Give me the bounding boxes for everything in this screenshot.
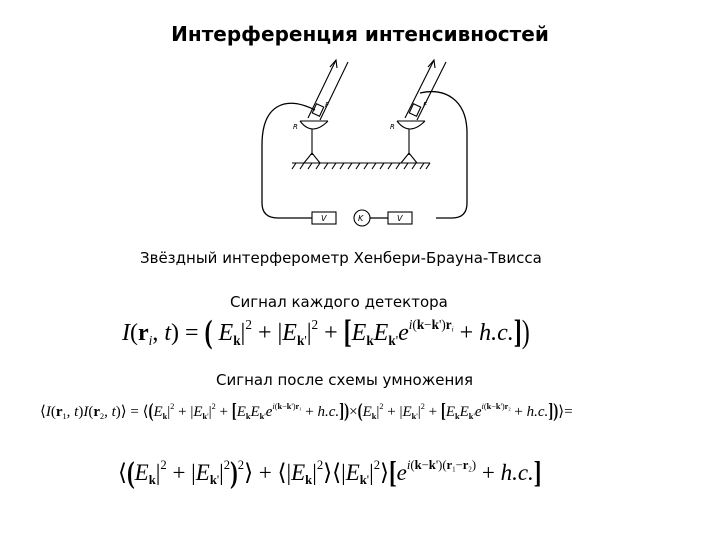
product-caption: Сигнал после схемы умножения bbox=[216, 371, 474, 389]
incoming-light-rays bbox=[307, 58, 447, 121]
signal-cable-loop bbox=[261, 91, 468, 219]
left-detector bbox=[299, 103, 329, 164]
slide-title: Интерференция интенсивностей bbox=[171, 22, 549, 46]
signal-caption: Сигнал каждого детектора bbox=[230, 293, 448, 311]
label-f-left: F bbox=[325, 101, 330, 109]
product-signal-equation: ⟨I(r1, t)I(r2, t)⟩ = ⟨(Ek|2 + |Ek'|2 + [… bbox=[40, 401, 573, 423]
diagram-caption: Звёздный интерферометр Хенбери-Брауна-Тв… bbox=[140, 249, 542, 267]
label-k: K bbox=[358, 214, 364, 223]
intensity-correlation-result: ⟨(Ek|2 + |Ek'|2)2⟩ + ⟨|Ek|2⟩⟨|Ek'|2⟩[ei(… bbox=[118, 455, 542, 489]
ground-plane bbox=[291, 162, 431, 170]
label-r-right: R bbox=[390, 123, 395, 131]
label-f-right: F bbox=[423, 101, 428, 109]
label-v-right: V bbox=[397, 214, 403, 223]
label-v-left: V bbox=[321, 214, 327, 223]
correlator bbox=[353, 209, 371, 227]
amplifier-left bbox=[311, 211, 337, 225]
interferometer-diagram: R F R F V K V bbox=[261, 58, 468, 227]
label-r-left: R bbox=[293, 123, 298, 131]
detector-signal-equation: I(ri, t) = ( Ek|2 + |Ek'|2 + [EkEk'ei(k−… bbox=[122, 315, 530, 351]
amplifier-right bbox=[387, 211, 413, 225]
right-detector bbox=[396, 103, 426, 164]
